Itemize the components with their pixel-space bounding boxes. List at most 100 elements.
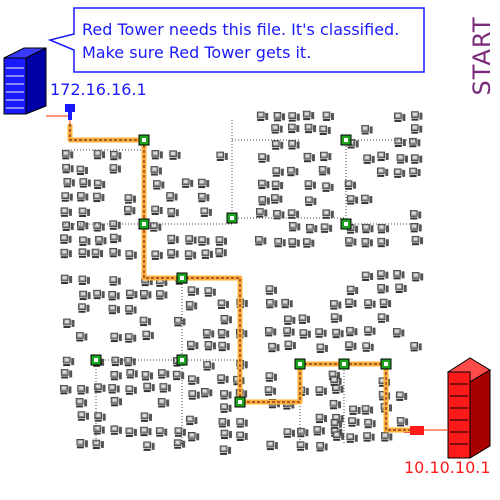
computer-icon[interactable] [94, 180, 105, 189]
computer-icon[interactable] [79, 237, 90, 246]
computer-icon[interactable] [272, 141, 283, 150]
computer-icon[interactable] [152, 206, 163, 215]
computer-icon[interactable] [144, 442, 155, 451]
computer-icon[interactable] [63, 319, 74, 328]
computer-icon[interactable] [93, 440, 104, 449]
computer-icon[interactable] [237, 432, 248, 441]
computer-icon[interactable] [144, 383, 155, 392]
computer-icon[interactable] [319, 166, 330, 175]
computer-icon[interactable] [364, 433, 375, 442]
router-node-icon[interactable] [177, 355, 187, 365]
computer-icon[interactable] [317, 344, 328, 353]
computer-icon[interactable] [170, 151, 181, 160]
computer-icon[interactable] [394, 113, 405, 122]
computer-icon[interactable] [112, 357, 123, 366]
computer-icon[interactable] [395, 138, 406, 147]
computer-icon[interactable] [125, 357, 136, 366]
computer-icon[interactable] [221, 315, 232, 324]
computer-icon[interactable] [380, 299, 391, 308]
computer-icon[interactable] [331, 377, 342, 386]
computer-icon[interactable] [394, 169, 405, 178]
computer-icon[interactable] [265, 327, 276, 336]
computer-icon[interactable] [273, 210, 284, 219]
computer-icon[interactable] [220, 390, 231, 399]
computer-icon[interactable] [266, 299, 277, 308]
computer-icon[interactable] [284, 429, 295, 438]
computer-icon[interactable] [186, 416, 197, 425]
computer-icon[interactable] [61, 235, 72, 244]
computer-icon[interactable] [76, 398, 87, 407]
computer-icon[interactable] [362, 406, 373, 415]
computer-icon[interactable] [168, 249, 179, 258]
computer-icon[interactable] [364, 327, 375, 336]
computer-icon[interactable] [186, 301, 197, 310]
computer-icon[interactable] [94, 426, 105, 435]
computer-icon[interactable] [259, 154, 270, 163]
computer-icon[interactable] [305, 124, 316, 133]
router-node-icon[interactable] [139, 219, 149, 229]
computer-icon[interactable] [111, 397, 122, 406]
computer-icon[interactable] [189, 391, 200, 400]
computer-icon[interactable] [111, 371, 122, 380]
computer-icon[interactable] [361, 195, 372, 204]
computer-icon[interactable] [411, 155, 422, 164]
computer-icon[interactable] [218, 329, 229, 338]
computer-icon[interactable] [79, 249, 90, 258]
computer-icon[interactable] [303, 111, 314, 120]
computer-icon[interactable] [188, 432, 199, 441]
computer-icon[interactable] [185, 251, 196, 260]
computer-icon[interactable] [124, 206, 135, 215]
computer-icon[interactable] [272, 181, 283, 190]
computer-icon[interactable] [64, 178, 75, 187]
computer-icon[interactable] [320, 152, 331, 161]
computer-icon[interactable] [111, 426, 122, 435]
computer-icon[interactable] [61, 249, 72, 258]
computer-icon[interactable] [168, 235, 179, 244]
computer-icon[interactable] [110, 151, 121, 160]
computer-icon[interactable] [203, 329, 214, 338]
computer-icon[interactable] [300, 330, 311, 339]
computer-icon[interactable] [152, 150, 163, 159]
blue-tower-icon[interactable] [4, 48, 46, 114]
computer-icon[interactable] [268, 343, 279, 352]
computer-icon[interactable] [173, 371, 184, 380]
computer-icon[interactable] [198, 193, 209, 202]
computer-icon[interactable] [126, 251, 137, 260]
computer-icon[interactable] [365, 300, 376, 309]
computer-icon[interactable] [345, 237, 356, 246]
computer-icon[interactable] [216, 237, 227, 246]
computer-icon[interactable] [347, 196, 358, 205]
computer-icon[interactable] [160, 384, 171, 393]
computer-icon[interactable] [394, 270, 405, 279]
computer-icon[interactable] [259, 196, 270, 205]
computer-icon[interactable] [349, 418, 360, 427]
computer-icon[interactable] [378, 152, 389, 161]
router-node-icon[interactable] [381, 359, 391, 369]
computer-icon[interactable] [182, 179, 193, 188]
computer-icon[interactable] [410, 168, 421, 177]
computer-icon[interactable] [140, 317, 151, 326]
computer-icon[interactable] [284, 316, 295, 325]
computer-icon[interactable] [345, 342, 356, 351]
router-node-icon[interactable] [295, 359, 305, 369]
computer-icon[interactable] [364, 155, 375, 164]
computer-icon[interactable] [378, 284, 389, 293]
computer-icon[interactable] [289, 222, 300, 231]
computer-icon[interactable] [152, 251, 163, 260]
computer-icon[interactable] [188, 376, 199, 385]
computer-icon[interactable] [167, 192, 178, 201]
computer-icon[interactable] [126, 306, 137, 315]
computer-icon[interactable] [306, 224, 317, 233]
computer-icon[interactable] [378, 224, 389, 233]
computer-icon[interactable] [331, 420, 342, 429]
computer-icon[interactable] [265, 387, 276, 396]
computer-icon[interactable] [305, 181, 316, 190]
computer-icon[interactable] [143, 331, 154, 340]
computer-icon[interactable] [204, 362, 215, 371]
computer-icon[interactable] [266, 373, 277, 382]
computer-icon[interactable] [175, 428, 186, 437]
computer-icon[interactable] [330, 400, 341, 409]
computer-icon[interactable] [287, 167, 298, 176]
computer-icon[interactable] [288, 210, 299, 219]
computer-icon[interactable] [153, 181, 164, 190]
